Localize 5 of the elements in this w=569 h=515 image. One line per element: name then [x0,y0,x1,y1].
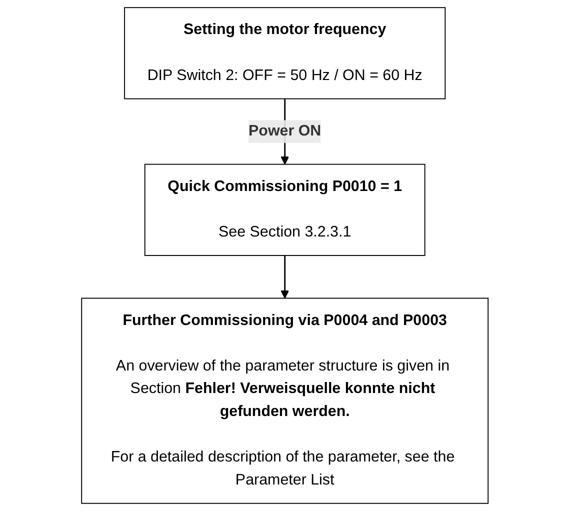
edge-label: Power ON [248,122,321,140]
node-box: Setting the motor frequency DIP Switch 2: OFF = 50 Hz / ON = 60 Hz [124,7,446,100]
node-box: Further Commissioning via P0004 and P0003 An overview of the parameter structure is given in Section Fehler! Verweisquelle konnte nicht gefunden werden. For a detailed description of the parameter, see the Parameter List [80,298,488,504]
arrow [280,255,289,299]
node-box: Quick Commissioning P0010 = 1 See Section 3.2.3.1 [144,164,425,256]
